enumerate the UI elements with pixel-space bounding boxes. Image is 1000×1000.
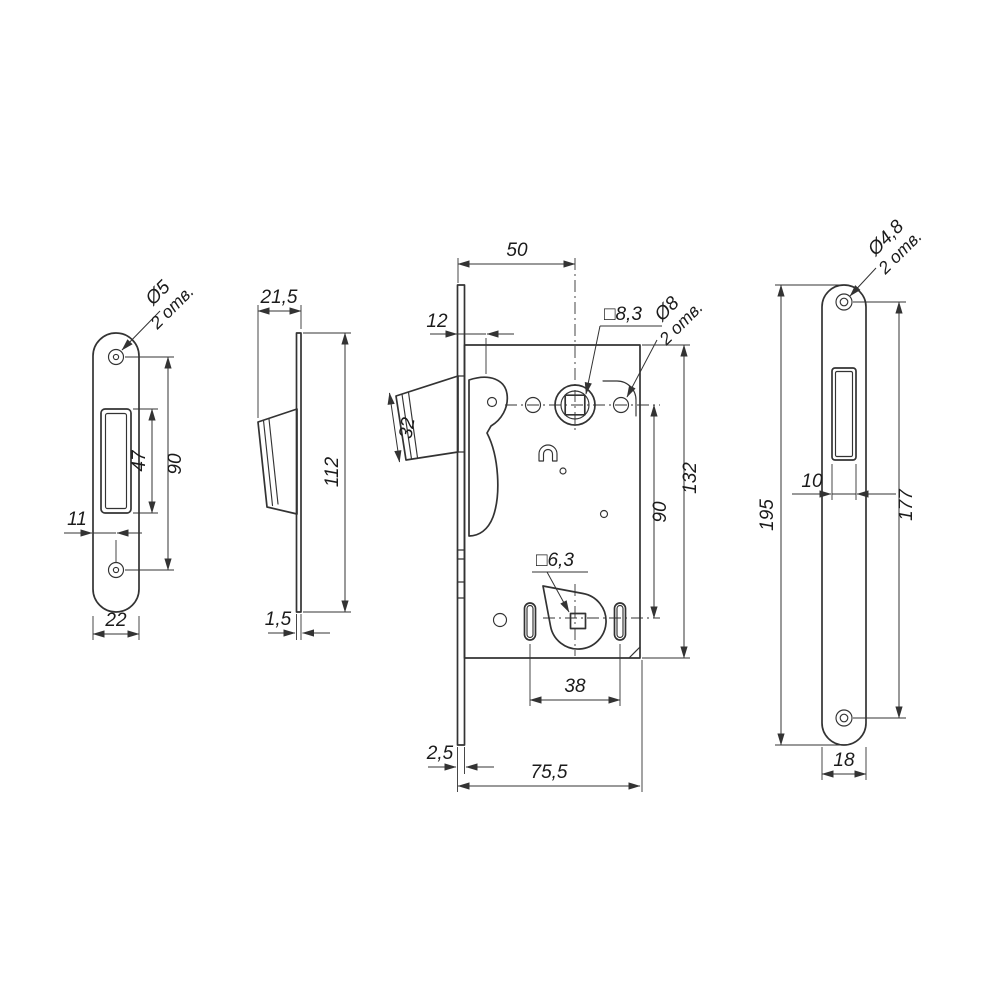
strike-cutout-inner <box>104 412 128 510</box>
faceplate-screw-slot <box>456 549 466 560</box>
wc-follower <box>542 585 607 650</box>
dim-slots-38: 38 <box>529 644 621 706</box>
dim-75-5-label: 75,5 <box>531 762 568 783</box>
dim-side-height-112: 112 <box>303 332 351 613</box>
dim-strike-offset-11: 11 <box>64 509 142 562</box>
dim-132-label: 132 <box>680 462 701 494</box>
dim-strike-cutout-47: 47 <box>129 408 158 514</box>
latch-lever <box>468 376 509 537</box>
dimension-line <box>387 392 402 463</box>
strike-box-inner-line <box>262 419 274 507</box>
faceplate-bottom-hole-inner <box>839 713 849 723</box>
dim-side-thickness-1-5: 1,5 <box>265 609 330 640</box>
dim-case-height-132: 132 <box>642 344 701 659</box>
dim-backset-50: 50 <box>457 240 576 283</box>
strike-side-box <box>257 408 298 515</box>
dim-faceplate-holes-177: 177 <box>853 301 917 719</box>
case-screw-hole-right <box>612 396 630 414</box>
mount-slot-right <box>613 602 627 641</box>
callout-faceplate-holes: Ø4,8 2 отв. <box>849 216 926 297</box>
strike-plate-front-view: Ø5 2 отв. 47 90 11 22 <box>64 276 198 640</box>
strike-top-hole <box>107 348 125 366</box>
dim-offset-12: 12 <box>426 311 514 374</box>
lock-faceplate-edge <box>456 284 466 746</box>
dim-case-depth-75-5: 75,5 <box>457 660 643 792</box>
strike-bottom-hole-inner <box>112 566 120 574</box>
leader-line <box>849 267 877 297</box>
mount-slot-right-inner <box>616 604 624 639</box>
dim-21-5-label: 21,5 <box>260 287 298 308</box>
dim-50-label: 50 <box>506 240 528 261</box>
latch-bevel-line <box>407 391 419 459</box>
dim-10-label: 10 <box>801 471 823 492</box>
latch-slot-outer <box>831 367 857 461</box>
spring-hook <box>538 444 558 462</box>
leader-line <box>121 310 161 351</box>
strike-bottom-hole <box>107 561 125 579</box>
dim-11-label: 11 <box>67 509 87 530</box>
dim-90-label: 90 <box>165 453 186 475</box>
leader-line <box>584 325 601 395</box>
strike-box-inner-line <box>268 418 279 505</box>
callout-wc-square: □6,3 <box>532 550 588 613</box>
strike-plate-side-view: 21,5 112 1,5 <box>257 287 351 640</box>
dim-112-label: 112 <box>322 456 343 487</box>
dim-faceplate-thickness-2-5: 2,5 <box>426 743 494 792</box>
dim-177-label: 177 <box>896 488 917 521</box>
dim-side-depth-21-5: 21,5 <box>257 287 302 418</box>
dim-slot-width-10: 10 <box>792 464 896 500</box>
mount-slot-left <box>523 602 537 641</box>
dim-centers-90: 90 <box>650 404 671 619</box>
dim-38-label: 38 <box>564 676 586 697</box>
latch-bevel-line <box>401 393 413 460</box>
faceplate-top-hole-inner <box>839 297 849 307</box>
dim-8-3-label: □8,3 <box>604 304 642 325</box>
faceplate-front-view: Ø4,8 2 отв. 10 177 195 <box>757 216 926 780</box>
dim-18-label: 18 <box>833 750 855 771</box>
mount-slot-left-inner <box>526 604 534 639</box>
dim-faceplate-width-18: 18 <box>821 747 867 780</box>
small-pin <box>559 467 567 475</box>
dim-2-5-label: 2,5 <box>426 743 454 764</box>
wc-square-hole <box>569 612 587 630</box>
strike-plate-outline <box>92 332 140 613</box>
faceplate-screw-slot <box>456 581 466 599</box>
leader-line <box>546 571 570 613</box>
dim-faceplate-height-195: 195 <box>757 284 840 746</box>
dim-47-label: 47 <box>129 449 150 472</box>
dim-latch-32: 32 <box>387 392 420 463</box>
latch-slot-inner <box>834 370 854 458</box>
case-screw-hole-left <box>524 396 542 414</box>
dim-strike-hole-callout: Ø5 2 отв. <box>121 276 198 351</box>
dim-12-label: 12 <box>426 311 448 332</box>
dim-strike-holes-90: 90 <box>125 356 186 571</box>
dim-90-body-label: 90 <box>650 501 671 523</box>
lock-body-view: 32 50 12 □8,3 <box>387 240 707 792</box>
dim-32-label: 32 <box>396 416 420 441</box>
lower-pin-hole <box>492 612 508 628</box>
strike-top-hole-inner <box>112 353 120 361</box>
small-pin <box>599 509 609 519</box>
lock-case-outline <box>463 344 641 659</box>
dim-6-3-label: □6,3 <box>536 550 574 571</box>
callout-case-holes: Ø8 2 отв. <box>626 292 707 398</box>
dim-22-label: 22 <box>104 610 127 631</box>
dim-195-label: 195 <box>757 499 778 531</box>
mount-lug <box>602 380 637 417</box>
faceplate-bottom-hole <box>835 709 853 727</box>
dim-1-5-label: 1,5 <box>265 609 292 630</box>
callout-spindle-square: □8,3 <box>584 304 662 395</box>
latch-bolt <box>395 375 459 461</box>
leader-line <box>626 339 658 398</box>
dim-strike-width-22: 22 <box>92 610 140 640</box>
case-corner-chamfer <box>628 646 641 659</box>
strike-cutout-outer <box>100 408 132 514</box>
faceplate-top-hole <box>835 293 853 311</box>
faceplate-outline <box>821 284 867 746</box>
lever-pivot <box>486 396 498 408</box>
